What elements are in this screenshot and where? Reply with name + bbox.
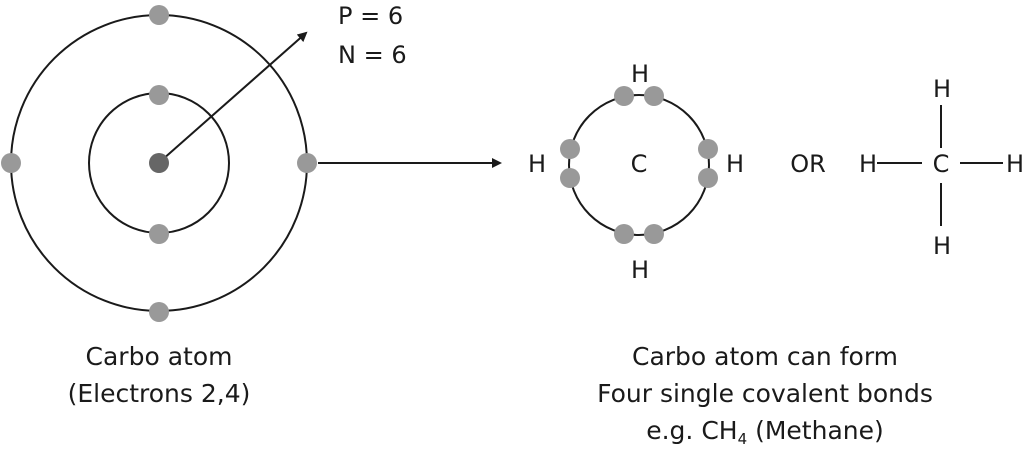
dot-carbon: C	[631, 150, 648, 178]
electron	[149, 5, 169, 25]
shared-electron	[614, 224, 634, 244]
bond-caption-1: Carbo atom can form	[632, 342, 898, 371]
shared-electron	[614, 86, 634, 106]
dot-h-bottom: H	[631, 256, 649, 284]
shared-electron	[560, 139, 580, 159]
electron	[149, 85, 169, 105]
shared-electron	[644, 86, 664, 106]
bond-caption-2: Four single covalent bonds	[597, 379, 933, 408]
shared-electron	[644, 224, 664, 244]
shared-electron	[698, 168, 718, 188]
protons-label: P = 6	[338, 2, 403, 30]
valence-ring	[568, 94, 710, 236]
atom-caption-2: (Electrons 2,4)	[68, 379, 251, 408]
electron	[1, 153, 21, 173]
nucleus	[149, 153, 169, 173]
struct-h-right: H	[1006, 150, 1024, 178]
electron	[149, 302, 169, 322]
electron	[149, 224, 169, 244]
atom-caption-1: Carbo atom	[86, 342, 233, 371]
dot-h-top: H	[631, 60, 649, 88]
bond-caption-3: e.g. CH4 (Methane)	[646, 416, 884, 448]
struct-carbon: C	[933, 150, 950, 178]
struct-h-top: H	[933, 75, 951, 103]
struct-h-bottom: H	[933, 232, 951, 260]
shared-electron	[560, 168, 580, 188]
dot-h-right: H	[726, 150, 744, 178]
nucleus-arrow	[161, 31, 308, 161]
or-label: OR	[790, 150, 826, 178]
shared-electron	[698, 139, 718, 159]
electron	[297, 153, 317, 173]
neutrons-label: N = 6	[338, 41, 407, 69]
struct-h-left: H	[859, 150, 877, 178]
dot-h-left: H	[528, 150, 546, 178]
